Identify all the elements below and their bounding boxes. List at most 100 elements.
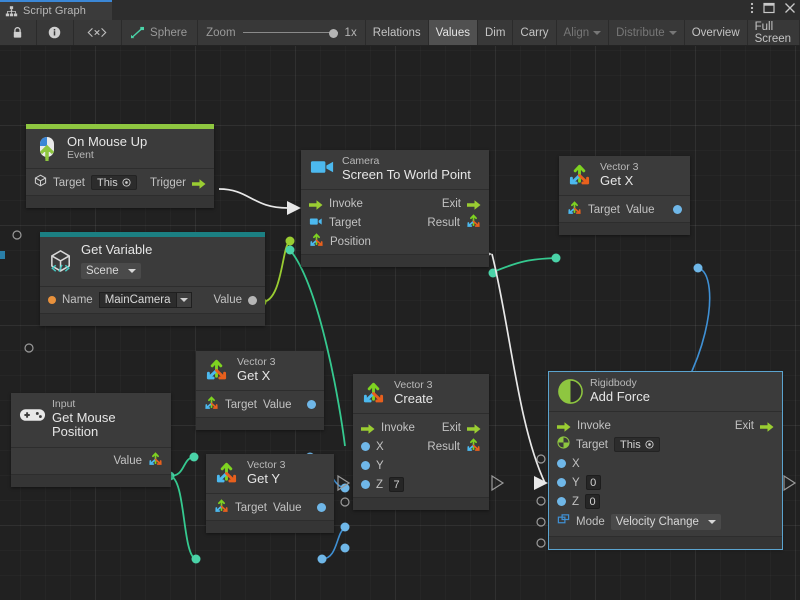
- x-port-dot[interactable]: [361, 442, 370, 452]
- window-controls: [750, 0, 796, 20]
- port-row-invoke-exit[interactable]: Invoke Exit: [353, 418, 489, 437]
- node-title: On Mouse Up: [67, 134, 148, 149]
- vector3-port-icon[interactable]: [466, 437, 481, 457]
- node-vector3-get-x-mid[interactable]: Vector 3 Get X Target Value: [196, 351, 324, 431]
- rigidbody-port-icon[interactable]: [557, 436, 570, 454]
- z-port-dot[interactable]: [361, 480, 370, 490]
- zoom-control[interactable]: Zoom 1x: [198, 20, 366, 45]
- node-vector3-get-x-top[interactable]: Vector 3 Get X Target Value: [559, 156, 690, 236]
- flow-in-arrow-icon[interactable]: [309, 198, 323, 210]
- flow-in-arrow-icon[interactable]: [557, 420, 571, 432]
- dim-button[interactable]: Dim: [478, 20, 514, 45]
- node-get-variable[interactable]: Get Variable Scene Name MainCamera: [40, 232, 265, 326]
- variable-scope-value: Scene: [86, 264, 119, 277]
- gamepad-icon: [19, 406, 46, 432]
- lock-button[interactable]: [0, 20, 37, 45]
- node-vector3-create[interactable]: Vector 3 Create Invoke Exit: [353, 374, 489, 511]
- values-button[interactable]: Values: [428, 20, 478, 45]
- vector3-port-icon[interactable]: [567, 200, 582, 220]
- camera-port-icon[interactable]: [309, 214, 323, 232]
- breadcrumb[interactable]: Sphere: [122, 20, 199, 45]
- node-footer: [301, 254, 489, 268]
- target-value: This: [619, 438, 641, 451]
- tab-script-graph[interactable]: Script Graph: [0, 0, 112, 20]
- kebab-menu-icon[interactable]: [750, 1, 754, 20]
- node-title: Add Force: [590, 388, 650, 404]
- vector3-port-icon[interactable]: [309, 232, 324, 252]
- maximize-icon[interactable]: [763, 1, 775, 19]
- vector3-port-icon[interactable]: [204, 395, 219, 415]
- flow-out-arrow-icon[interactable]: [467, 422, 481, 434]
- target-value-selector[interactable]: This: [90, 175, 137, 191]
- node-header: Rigidbody Add Force: [549, 372, 782, 412]
- sphere-graph-icon: [130, 26, 145, 39]
- port-row-x-result[interactable]: X Result: [353, 437, 489, 456]
- node-title: Get X: [600, 172, 634, 188]
- port-row-target-result[interactable]: Target Result: [301, 213, 489, 232]
- y-value-field[interactable]: 0: [585, 475, 601, 491]
- exit-label: Exit: [441, 421, 461, 434]
- overview-button[interactable]: Overview: [685, 20, 748, 45]
- port-row-z[interactable]: Z 7: [353, 475, 489, 494]
- code-button[interactable]: [74, 20, 123, 45]
- node-input-get-mouse-position[interactable]: Input Get Mouse Position Value: [11, 393, 171, 487]
- zoom-slider[interactable]: [242, 27, 338, 39]
- z-value-field[interactable]: 7: [389, 477, 405, 493]
- value-port-dot[interactable]: [673, 205, 682, 215]
- info-button[interactable]: [37, 20, 74, 45]
- port-row-target-value[interactable]: Target Value: [206, 498, 334, 517]
- align-button[interactable]: Align: [557, 20, 610, 45]
- node-on-mouse-up[interactable]: On Mouse Up Event Target This: [26, 124, 214, 209]
- carry-button[interactable]: Carry: [513, 20, 557, 45]
- port-row-target-value[interactable]: Target Value: [559, 200, 690, 219]
- flow-out-arrow-icon[interactable]: [760, 420, 774, 432]
- value-port-dot[interactable]: [248, 295, 257, 305]
- values-label: Values: [435, 26, 470, 39]
- z-value-field[interactable]: 0: [585, 494, 601, 510]
- port-row-target[interactable]: Target This: [549, 435, 782, 454]
- relations-button[interactable]: Relations: [366, 20, 429, 45]
- flow-in-arrow-icon[interactable]: [361, 422, 375, 434]
- y-port-dot[interactable]: [361, 461, 370, 471]
- value-port-dot[interactable]: [317, 503, 326, 513]
- node-camera-screen-to-world-point[interactable]: Camera Screen To World Point Invoke Exit: [301, 150, 489, 268]
- vector3-port-icon[interactable]: [466, 213, 481, 233]
- flow-out-arrow-icon[interactable]: [467, 198, 481, 210]
- enum-port-icon[interactable]: [557, 513, 570, 531]
- full-screen-button[interactable]: Full Screen: [748, 20, 800, 45]
- port-row-x[interactable]: X: [549, 454, 782, 473]
- x-port-dot[interactable]: [557, 459, 566, 469]
- port-row-name[interactable]: Name MainCamera Value: [40, 291, 265, 310]
- port-row-y[interactable]: Y: [353, 456, 489, 475]
- port-row-z[interactable]: Z 0: [549, 492, 782, 511]
- chevron-down-icon[interactable]: [175, 292, 192, 309]
- graph-canvas[interactable]: On Mouse Up Event Target This: [0, 46, 800, 600]
- node-vector3-get-y[interactable]: Vector 3 Get Y Target Value: [206, 454, 334, 534]
- port-row-invoke-exit[interactable]: Invoke Exit: [301, 194, 489, 213]
- port-row-target-value[interactable]: Target Value: [196, 395, 324, 414]
- node-header: Input Get Mouse Position: [11, 393, 171, 447]
- port-row-y[interactable]: Y 0: [549, 473, 782, 492]
- y-port-dot[interactable]: [557, 478, 566, 488]
- z-port-dot[interactable]: [557, 497, 566, 507]
- port-row-mode[interactable]: Mode Velocity Change: [549, 511, 782, 533]
- vector3-port-icon[interactable]: [148, 451, 163, 471]
- string-port-dot[interactable]: [48, 296, 56, 305]
- value-port-dot[interactable]: [307, 400, 316, 410]
- port-row-target[interactable]: Target This Trigger: [26, 173, 214, 192]
- variable-scope-dropdown[interactable]: Scene: [81, 262, 141, 279]
- close-icon[interactable]: [784, 1, 796, 19]
- chevron-down-icon: [593, 30, 602, 35]
- port-row-position[interactable]: Position: [301, 232, 489, 251]
- vector3-port-icon[interactable]: [214, 498, 229, 518]
- node-header: Vector 3 Get Y: [206, 454, 334, 494]
- breadcrumb-label: Sphere: [150, 26, 188, 39]
- distribute-button[interactable]: Distribute: [609, 20, 685, 45]
- node-rigidbody-add-force[interactable]: Rigidbody Add Force Invoke Exit: [548, 370, 783, 551]
- variable-name-dropdown[interactable]: MainCamera: [98, 292, 192, 309]
- target-value-selector[interactable]: This: [613, 437, 660, 453]
- port-row-value[interactable]: Value: [11, 452, 171, 471]
- mode-dropdown[interactable]: Velocity Change: [610, 514, 721, 531]
- port-row-invoke-exit[interactable]: Invoke Exit: [549, 416, 782, 435]
- zoom-knob[interactable]: [328, 28, 338, 38]
